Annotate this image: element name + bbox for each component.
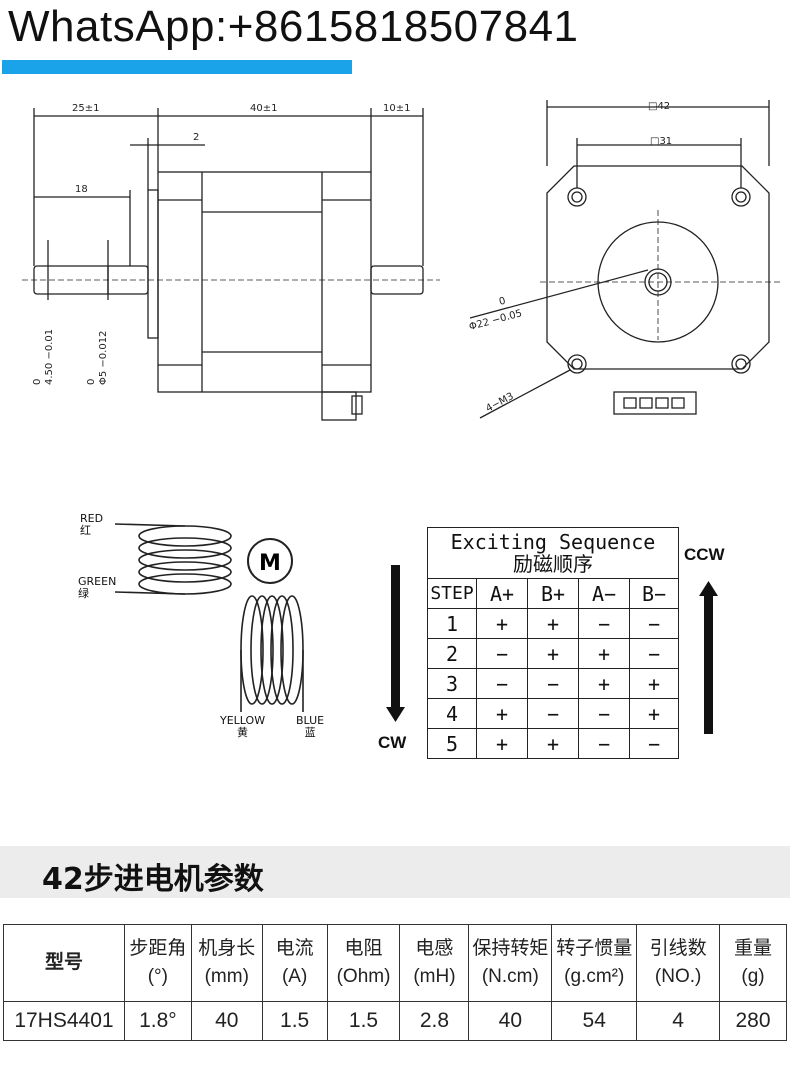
seq-cell: + xyxy=(578,638,630,669)
spec-header: 步距角(°) xyxy=(123,924,192,1002)
wire-blue-cn: 蓝 xyxy=(304,726,316,739)
spec-value: 2.8 xyxy=(399,1001,470,1041)
seq-cell: + xyxy=(527,728,579,759)
seq-row: 3−−++ xyxy=(427,668,679,699)
dim-tol5: Φ5 −0.012 xyxy=(98,331,109,385)
seq-cell: − xyxy=(629,608,679,639)
dim-shaft-length: 25±1 xyxy=(72,103,99,114)
spec-header-model: 型号 xyxy=(3,924,125,1002)
wire-yellow-cn: 黄 xyxy=(237,726,249,739)
seq-header: A+ xyxy=(476,578,528,609)
dim-tol45: 4.50 −0.01 xyxy=(44,329,55,385)
spec-value-model: 17HS4401 xyxy=(3,1001,125,1041)
spec-value: 1.8° xyxy=(123,1001,192,1041)
spec-value: 280 xyxy=(719,1001,787,1041)
params-section-title: 42步进电机参数 xyxy=(0,846,790,898)
seq-row: 5++−− xyxy=(427,728,679,759)
dim-body-length: 40±1 xyxy=(250,103,277,114)
dim-rear-shaft: 10±1 xyxy=(383,103,410,114)
motor-symbol: M xyxy=(259,551,281,576)
seq-cell: − xyxy=(476,668,528,699)
motor-body-side xyxy=(157,171,372,393)
seq-cell: − xyxy=(578,608,630,639)
seq-cell: + xyxy=(629,668,679,699)
spec-header: 电感(mH) xyxy=(399,924,470,1002)
dim-square-31: □31 xyxy=(650,136,672,147)
whatsapp-contact: WhatsApp:+8615818507841 xyxy=(8,2,579,51)
ccw-arrow-icon xyxy=(699,581,718,596)
cw-label: CW xyxy=(378,733,407,752)
spec-value: 54 xyxy=(551,1001,638,1041)
spec-header: 转子惯量(g.cm²) xyxy=(551,924,638,1002)
seq-cell: + xyxy=(527,608,579,639)
dim-tol5-top: 0 xyxy=(86,379,97,385)
cw-arrow-icon xyxy=(386,707,405,722)
connector xyxy=(613,391,697,415)
seq-row: 2−++− xyxy=(427,638,679,669)
seq-cell: − xyxy=(629,728,679,759)
wire-red-label: RED xyxy=(80,512,104,525)
spec-value: 40 xyxy=(190,1001,263,1041)
wire-green-label: GREEN xyxy=(78,575,117,588)
params-title-text: 42步进电机参数 xyxy=(42,862,264,897)
seq-header: B− xyxy=(629,578,679,609)
seq-cell: + xyxy=(476,728,528,759)
seq-header: A− xyxy=(578,578,630,609)
spec-header: 引线数(NO.) xyxy=(636,924,721,1002)
seq-cell: + xyxy=(629,698,679,729)
dim-flat-length: 18 xyxy=(75,184,88,195)
spec-value-row: 17HS4401 1.8° 40 1.5 1.5 2.8 40 54 4 280 xyxy=(3,1001,787,1041)
wire-green-cn: 绿 xyxy=(78,587,89,600)
seq-row: 1++−− xyxy=(427,608,679,639)
dim-tol45-top: 0 xyxy=(32,379,43,385)
spec-header: 机身长(mm) xyxy=(190,924,263,1002)
dim-flange: 2 xyxy=(193,132,199,143)
spec-header: 电阻(Ohm) xyxy=(326,924,401,1002)
dim-phi22: Φ22 −0.05 xyxy=(468,308,523,333)
seq-cell: − xyxy=(578,728,630,759)
spec-header: 电流(A) xyxy=(261,924,328,1002)
accent-bar xyxy=(2,60,352,74)
dim-square-42: □42 xyxy=(648,101,670,112)
seq-cell: + xyxy=(527,638,579,669)
seq-cell: + xyxy=(476,608,528,639)
seq-cell: 5 xyxy=(427,728,477,759)
seq-cell: − xyxy=(527,698,579,729)
seq-cell: − xyxy=(578,698,630,729)
exciting-sequence-table: Exciting Sequence 励磁顺序 STEP A+ B+ A− B− … xyxy=(427,527,679,759)
seq-cell: − xyxy=(629,638,679,669)
wire-red-cn: 红 xyxy=(80,524,91,537)
dim-phi22-top: 0 xyxy=(498,296,507,308)
seq-cell: 3 xyxy=(427,668,477,699)
sequence-title-en: Exciting Sequence xyxy=(450,530,656,554)
seq-cell: 2 xyxy=(427,638,477,669)
spec-value: 1.5 xyxy=(326,1001,401,1041)
seq-cell: + xyxy=(476,698,528,729)
seq-cell: 1 xyxy=(427,608,477,639)
wire-blue-label: BLUE xyxy=(296,714,325,727)
spec-value: 1.5 xyxy=(261,1001,328,1041)
sequence-title-cn: 励磁顺序 xyxy=(513,552,593,576)
seq-cell: 4 xyxy=(427,698,477,729)
ccw-label: CCW xyxy=(684,545,725,564)
spec-table: 型号 步距角(°) 机身长(mm) 电流(A) 电阻(Ohm) 电感(mH) 保… xyxy=(3,924,787,1041)
spec-value: 4 xyxy=(636,1001,721,1041)
seq-header: B+ xyxy=(527,578,579,609)
spec-value: 40 xyxy=(468,1001,553,1041)
motor-technical-drawing: 25±1 40±1 10±1 2 18 □42 □31 0 4.50 −0.01… xyxy=(22,100,780,421)
seq-row: 4+−−+ xyxy=(427,698,679,729)
dim-m3-holes: 4−M3 xyxy=(484,391,515,415)
seq-cell: + xyxy=(578,668,630,699)
seq-cell: − xyxy=(527,668,579,699)
seq-header: STEP xyxy=(427,578,477,609)
wire-yellow-label: YELLOW xyxy=(220,714,266,727)
header: WhatsApp:+8615818507841 xyxy=(0,0,790,80)
spec-header: 保持转矩(N.cm) xyxy=(468,924,553,1002)
spec-header: 重量(g) xyxy=(719,924,787,1002)
seq-cell: − xyxy=(476,638,528,669)
spec-header-row: 型号 步距角(°) 机身长(mm) 电流(A) 电阻(Ohm) 电感(mH) 保… xyxy=(3,924,787,1002)
